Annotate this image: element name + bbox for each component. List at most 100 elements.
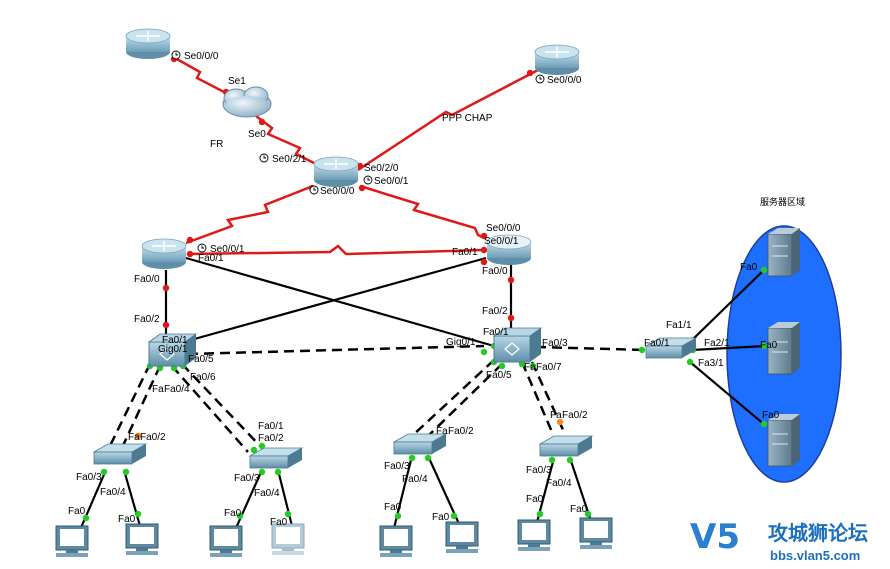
switch-c[interactable] <box>392 433 448 455</box>
label-mlR-gig01: Gig0/1 <box>446 337 476 348</box>
clock-icon <box>259 153 269 163</box>
switch-a[interactable] <box>92 443 148 465</box>
label-dl-se001: Se0/0/1 <box>210 244 245 255</box>
link-dr-mlL <box>179 256 487 345</box>
label-swA-fa03: Fa0/3 <box>76 472 102 483</box>
label-pc7-fa0: Fa0 <box>526 494 544 505</box>
label-pc5-fa0: Fa0 <box>384 502 402 513</box>
label-swD-fa04: Fa0/4 <box>546 478 572 489</box>
link-sws-srv2 <box>691 344 767 352</box>
link-mlL-swB-2 <box>181 363 263 449</box>
label-swD-fa: Fa <box>550 410 562 421</box>
pc-6[interactable] <box>445 521 479 553</box>
switch-b[interactable] <box>248 447 304 469</box>
link-mlL-swB-1 <box>171 365 249 453</box>
label-swB-fa01: Fa0/1 <box>258 421 284 432</box>
label-srv3-fa0: Fa0 <box>762 410 780 421</box>
link-sws-srv3 <box>689 361 767 427</box>
label-core-se020: Se0/2/0 <box>364 163 399 174</box>
label-srv1-fa0: Fa0 <box>740 262 758 273</box>
link-sws-srv1 <box>689 267 767 343</box>
label-pc3-fa0: Fa0 <box>224 508 242 519</box>
label-fr-se1: Se1 <box>228 76 246 87</box>
label-pc6-fa0: Fa0 <box>432 512 450 523</box>
label-sws-fa01: Fa0/1 <box>644 338 670 349</box>
server-1[interactable] <box>767 228 800 277</box>
link-dl-dr <box>187 244 485 256</box>
label-mlR-fa01: Fa0/1 <box>483 327 509 338</box>
pc-8[interactable] <box>579 517 613 549</box>
label-mlR-fa07: Fa0/7 <box>536 362 562 373</box>
label-pc4-fa0: Fa0 <box>270 517 288 528</box>
pc-1[interactable] <box>55 525 89 557</box>
link-fr-core <box>255 115 321 168</box>
link-rtl-fr <box>174 56 229 96</box>
label-mlL-gig01: Gig0/1 <box>158 344 188 355</box>
clock-icon <box>363 175 373 185</box>
label-dr-fa00: Fa0/0 <box>482 266 508 277</box>
label-sws-fa31: Fa3/1 <box>698 358 724 369</box>
clock-icon <box>309 185 319 195</box>
router-top-left[interactable] <box>125 28 171 59</box>
label-mlR-fa05: Fa0/5 <box>486 370 512 381</box>
pc-7[interactable] <box>517 519 551 551</box>
label-swA-fa02: Fa0/2 <box>140 432 166 443</box>
label-core-se001: Se0/0/1 <box>374 176 409 187</box>
frame-relay-cloud[interactable] <box>222 86 272 118</box>
multilayer-switch-right[interactable] <box>492 327 543 363</box>
link-mlL-mlR <box>187 344 485 356</box>
label-fr-se0: Se0 <box>248 129 266 140</box>
pc-4[interactable] <box>271 523 305 555</box>
label-swC-fa: Fa <box>436 426 448 437</box>
router-top-right[interactable] <box>534 44 580 75</box>
label-rtr-se000: Se0/0/0 <box>547 75 582 86</box>
label-mlR-fa: Fa <box>524 362 536 373</box>
switch-server[interactable] <box>644 337 698 359</box>
label-fr-name: FR <box>210 139 223 150</box>
label-dr-se001: Se0/0/1 <box>484 236 519 247</box>
clock-icon <box>171 50 181 60</box>
pc-3[interactable] <box>209 525 243 557</box>
label-core-se021: Se0/2/1 <box>272 154 307 165</box>
link-rtr-core <box>357 68 539 172</box>
link-core-dl <box>185 184 314 245</box>
label-core-se000: Se0/0/0 <box>320 186 355 197</box>
link-mlR-swC-2 <box>423 363 503 441</box>
label-swB-fa03: Fa0/3 <box>234 473 260 484</box>
label-sws-fa11: Fa1/1 <box>666 320 692 331</box>
label-mlL-fa01: Fa0/1 <box>162 335 188 346</box>
watermark-name: 攻城狮论坛 <box>768 521 868 545</box>
label-dl-fa01: Fa0/1 <box>198 253 224 264</box>
switch-d[interactable] <box>538 435 594 457</box>
router-dist-left[interactable] <box>141 238 187 269</box>
label-mlR-fa02: Fa0/2 <box>482 306 508 317</box>
router-core[interactable] <box>313 156 359 187</box>
pc-2[interactable] <box>125 523 159 555</box>
label-swA-fa04: Fa0/4 <box>100 487 126 498</box>
multilayer-switch-left[interactable] <box>147 333 198 367</box>
label-mlL-fa06: Fa0/6 <box>190 372 216 383</box>
router-dist-right[interactable] <box>486 234 532 265</box>
label-swB-fa02: Fa0/2 <box>258 433 284 444</box>
pc-5[interactable] <box>379 525 413 557</box>
label-pc1-fa0: Fa0 <box>68 506 86 517</box>
port-labels: Se0/0/0 Se0/0/0 Se1 Se0 FR PPP CHAP Se0/… <box>68 51 780 528</box>
label-pc2-fa0: Fa0 <box>118 514 136 525</box>
label-srv2-fa0: Fa0 <box>760 340 778 351</box>
label-swD-fa03: Fa0/3 <box>526 465 552 476</box>
serial-links <box>174 56 539 256</box>
link-dl-mlR <box>185 256 495 348</box>
label-ppp-chap: PPP CHAP <box>442 113 493 124</box>
label-rtl-se000: Se0/0/0 <box>184 51 219 62</box>
label-swC-fa02: Fa0/2 <box>448 426 474 437</box>
server-zone-title: 服务器区域 <box>760 196 805 208</box>
watermark-mark: V5 <box>690 517 740 557</box>
label-dl-fa00: Fa0/0 <box>134 274 160 285</box>
link-core-dr <box>359 184 485 240</box>
link-mlR-swD-1 <box>520 361 554 433</box>
label-swC-fa04: Fa0/4 <box>402 474 428 485</box>
server-2[interactable] <box>767 322 800 375</box>
label-mlL-fa04: Fa0/4 <box>164 384 190 395</box>
server-3[interactable] <box>767 414 800 467</box>
